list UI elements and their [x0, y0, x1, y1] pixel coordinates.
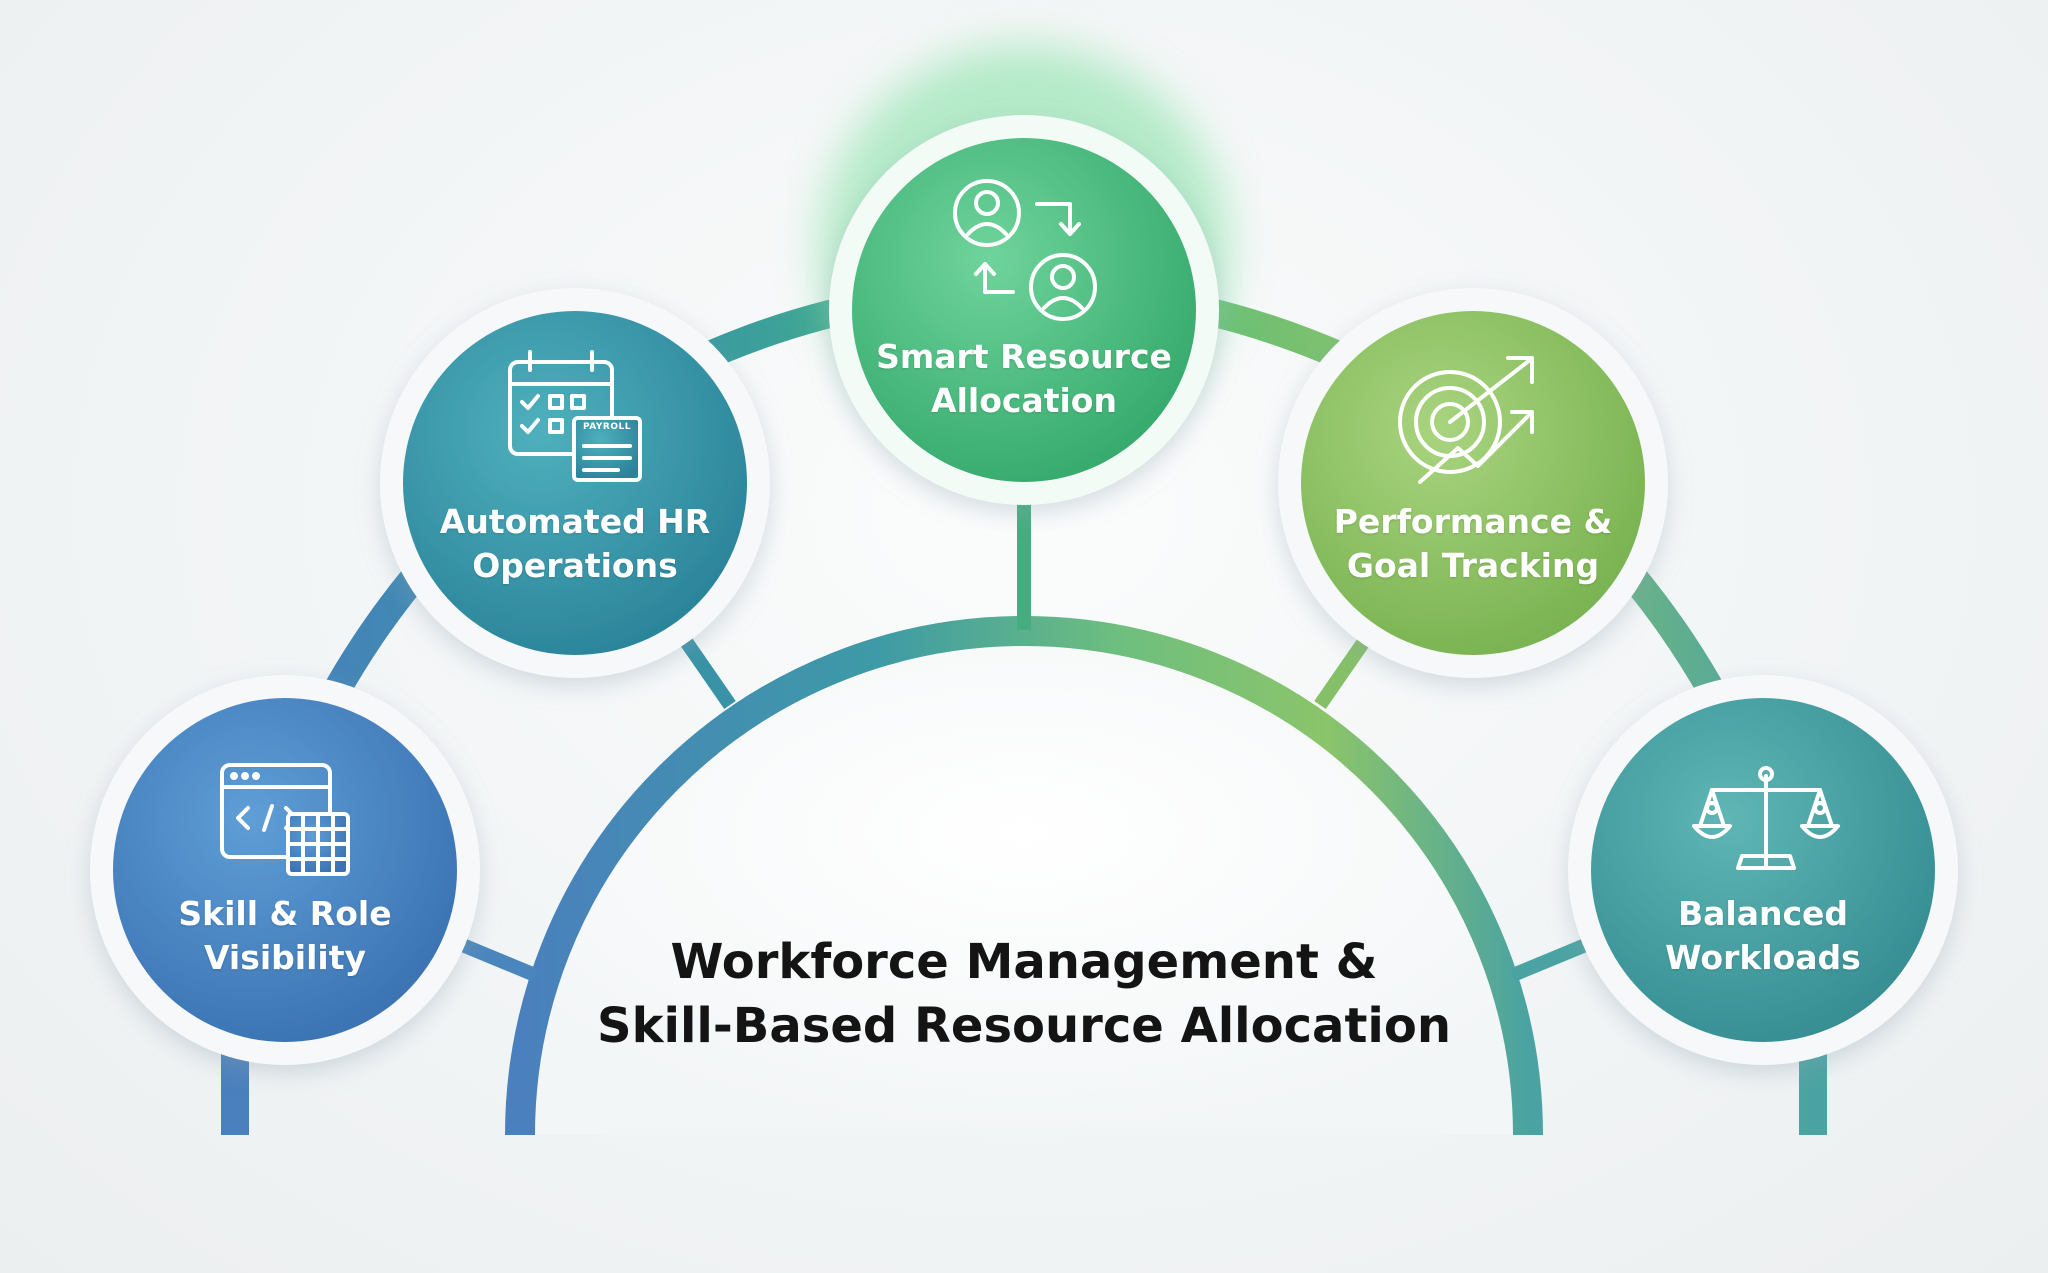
node-title-line1: Performance &	[1333, 502, 1613, 541]
spoke-performance-goal	[1314, 636, 1371, 709]
node-title-line2: Operations	[472, 546, 678, 585]
spoke-balanced-workloads	[1510, 937, 1591, 982]
balance-scale-icon	[1692, 766, 1840, 870]
node-disk-smart-resource	[829, 115, 1219, 505]
node-label-automated-hr: Automated HR Operations	[415, 500, 735, 588]
node-label-balanced-workloads: Balanced Workloads	[1603, 892, 1923, 980]
node-title-line1: Automated HR	[439, 502, 711, 541]
people-swap-icon	[953, 179, 1097, 321]
node-disk-automated-hr	[380, 288, 770, 678]
node-title-line1: Skill & Role	[178, 894, 392, 933]
node-disk-skill-role	[90, 675, 480, 1065]
target-arrow-icon	[1398, 356, 1534, 484]
spoke-skill-role	[457, 937, 538, 982]
title-line2: Skill-Based Resource Allocation	[597, 998, 1451, 1054]
spoke-automated-hr	[679, 636, 736, 709]
node-label-smart-resource: Smart Resource Allocation	[864, 335, 1184, 423]
node-title-line2: Goal Tracking	[1346, 546, 1600, 585]
node-title-line1: Balanced	[1677, 894, 1849, 933]
node-label-performance-goal: Performance & Goal Tracking	[1313, 500, 1633, 588]
node-title-line1: Smart Resource	[876, 337, 1172, 376]
code-window-grid-icon	[220, 763, 350, 876]
node-title-line2: Allocation	[931, 381, 1117, 420]
node-disk-performance-goal	[1278, 288, 1668, 678]
node-title-line2: Visibility	[203, 938, 367, 977]
node-label-skill-role: Skill & Role Visibility	[125, 892, 445, 980]
calendar-payroll-icon	[508, 350, 642, 482]
node-title-line2: Workloads	[1665, 938, 1861, 977]
inner-dome-fill	[520, 631, 1528, 1135]
inner-arc	[505, 616, 1543, 1136]
diagram-title: Workforce Management & Skill-Based Resou…	[574, 930, 1474, 1058]
title-line1: Workforce Management &	[670, 934, 1378, 990]
payroll-icon-text: PAYROLL	[583, 422, 631, 432]
